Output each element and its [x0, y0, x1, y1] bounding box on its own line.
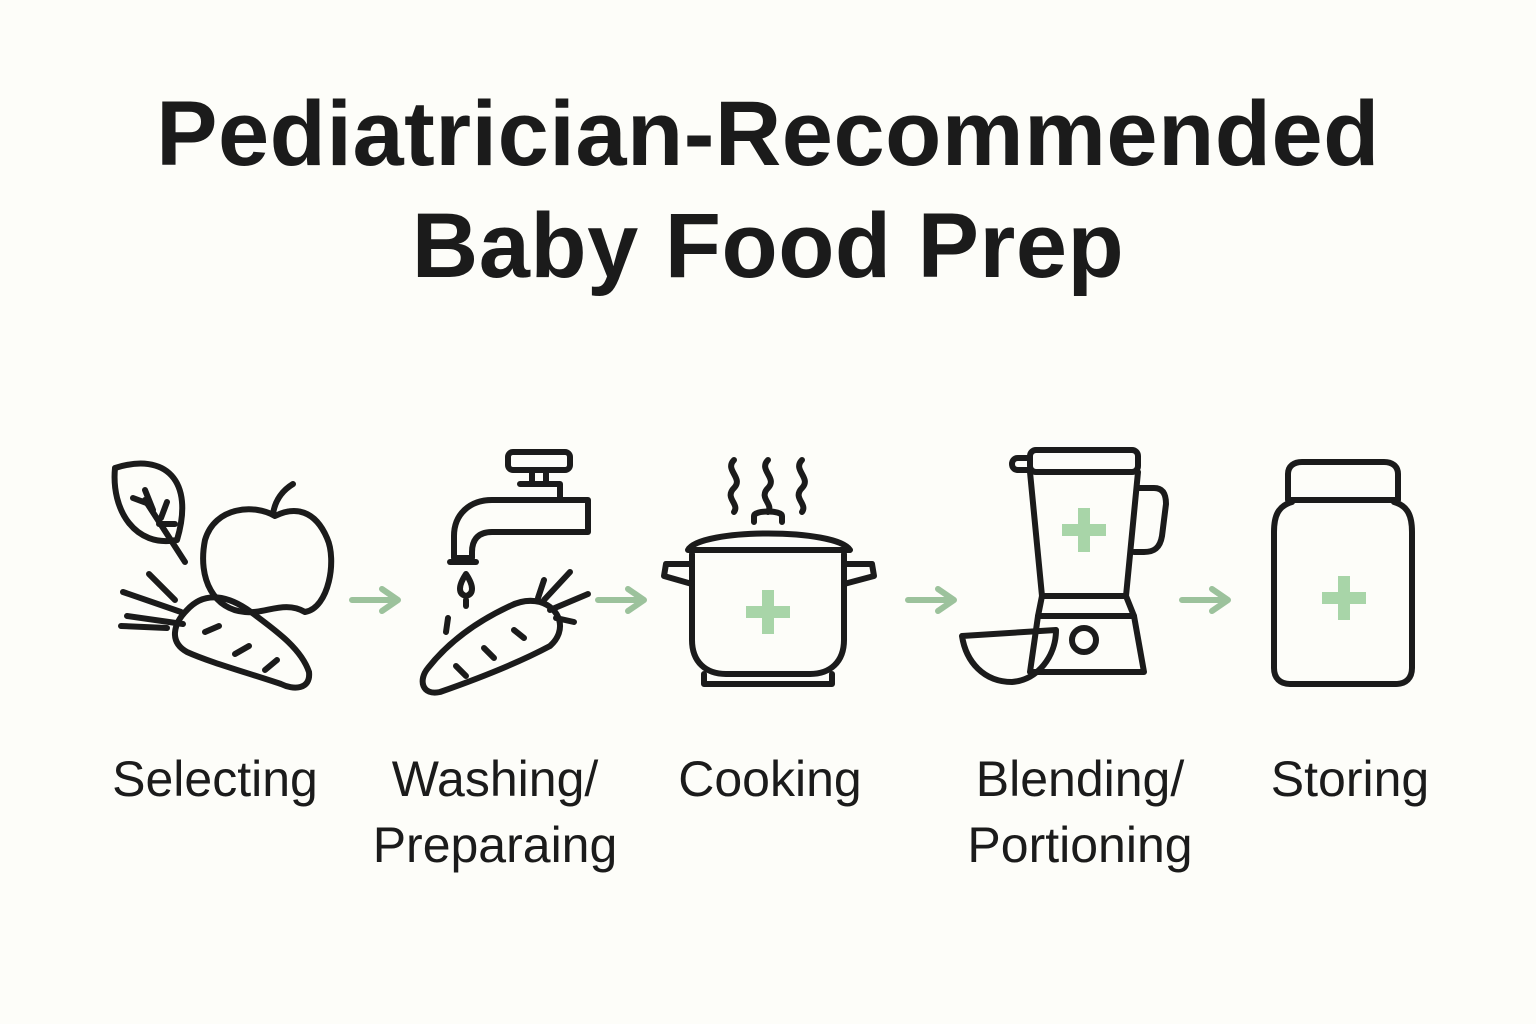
- arrow-1-icon: [348, 585, 404, 620]
- diagram-title: Pediatrician-Recommended Baby Food Prep: [0, 78, 1536, 302]
- jar-icon: [1266, 440, 1422, 690]
- arrow-4-icon: [1178, 585, 1234, 620]
- step-label-4: Blending/ Portioning: [967, 751, 1193, 873]
- blender-bowl-icon: [958, 440, 1169, 690]
- step-label-5: Storing: [1270, 751, 1430, 807]
- step-label-1: Selecting: [112, 751, 318, 807]
- title-line-2: Baby Food Prep: [411, 195, 1125, 297]
- step-label-3: Cooking: [678, 751, 862, 807]
- step-label-2: Washing/ Preparaing: [372, 751, 618, 873]
- produce-icon: [105, 440, 345, 700]
- faucet-carrot-icon: [410, 440, 600, 700]
- pot-icon: [660, 440, 880, 690]
- arrow-2-icon: [594, 585, 650, 620]
- title-line-1: Pediatrician-Recommended: [156, 83, 1380, 185]
- arrow-3-icon: [904, 585, 960, 620]
